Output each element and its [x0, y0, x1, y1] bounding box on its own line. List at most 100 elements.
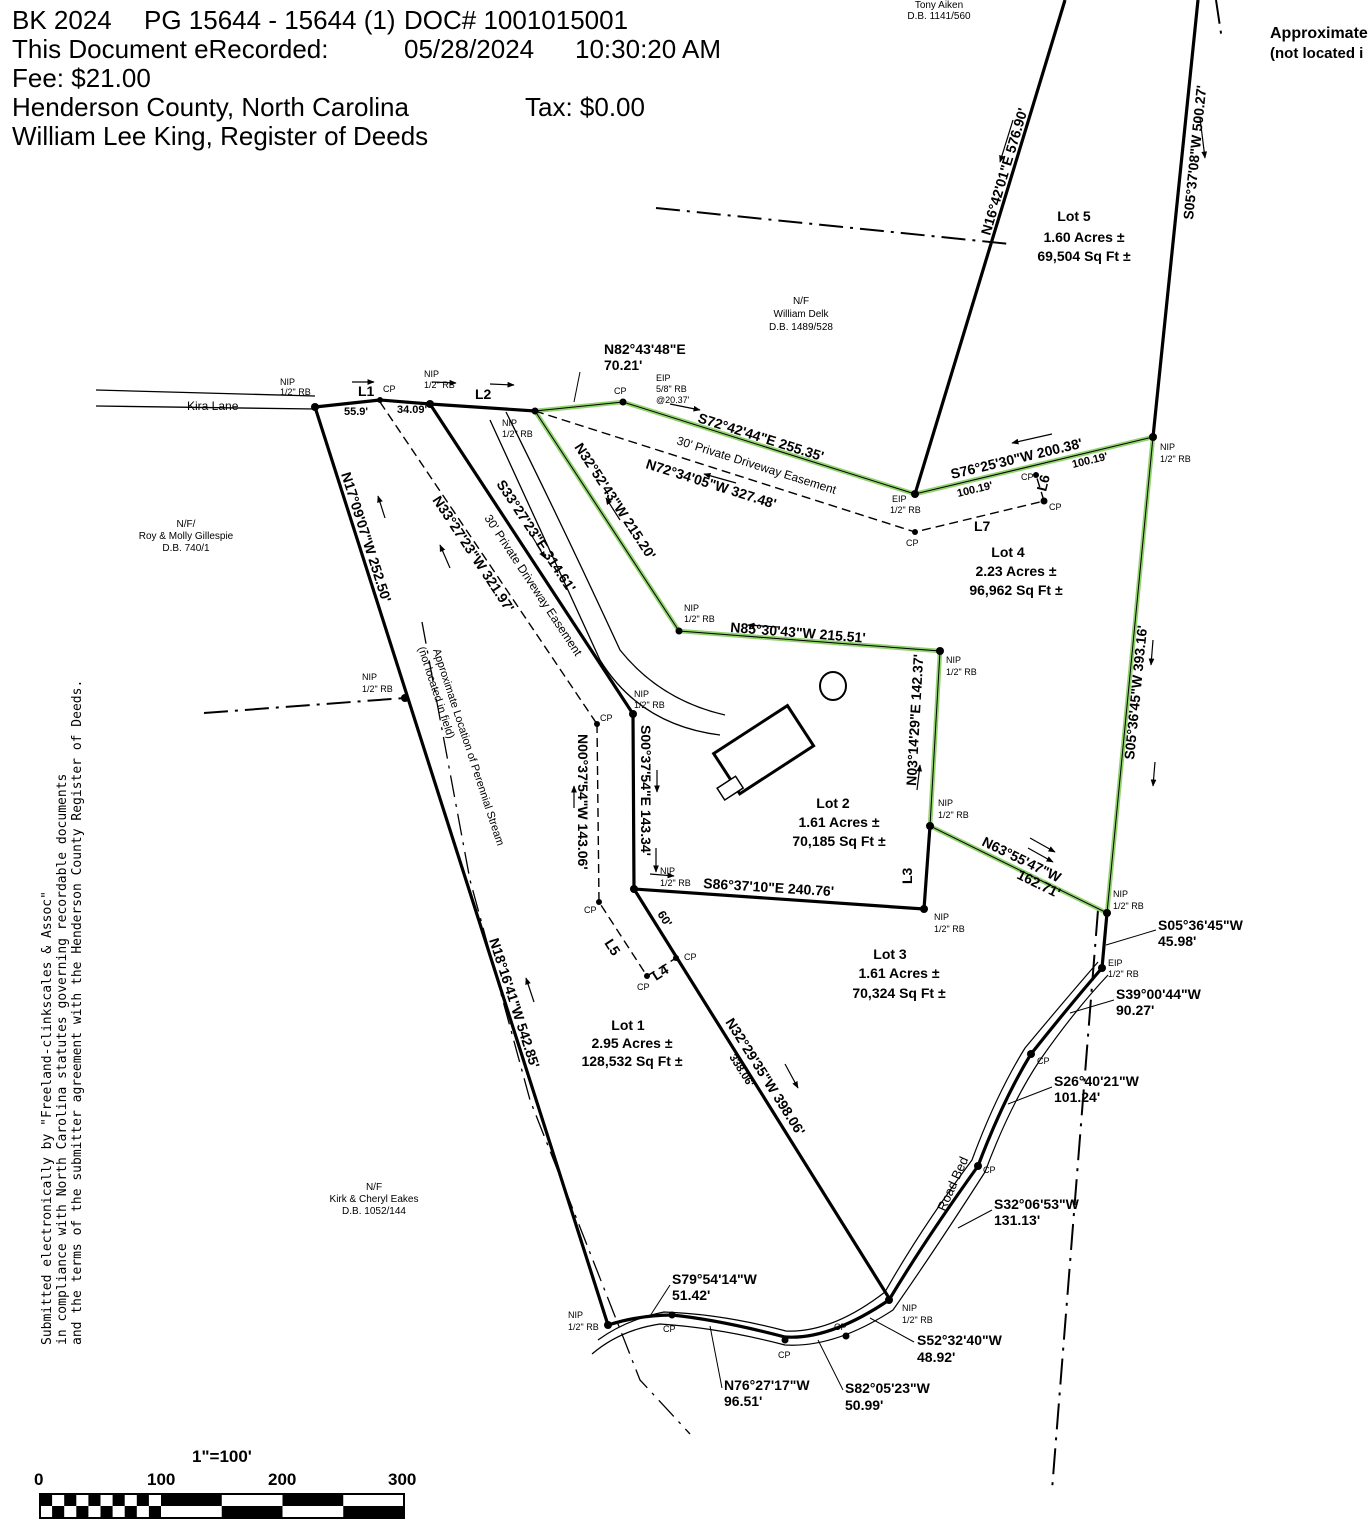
- leader-lines: [573, 371, 1157, 1391]
- monument-labels: NIP 1/2" RB CP NIP 1/2" RB NIP 1/2" RB C…: [280, 369, 1191, 1360]
- scale-check: [64, 1494, 77, 1506]
- rb-label: 1/2" RB: [1113, 901, 1144, 911]
- easement-lines: [379, 401, 1045, 977]
- cp-label: CP: [637, 982, 650, 992]
- lot1-sqft: 128,532 Sq Ft ±: [581, 1053, 682, 1069]
- rb-label: 1/2" RB: [934, 924, 965, 934]
- rb-label: 1/2" RB: [280, 387, 311, 397]
- scale-check: [76, 1506, 89, 1518]
- nip-label: NIP: [502, 418, 517, 428]
- kira-lane-road: [95, 389, 726, 736]
- bearing-n76: N76°27'17"W: [724, 1377, 810, 1393]
- eakes-nf: N/F: [366, 1182, 382, 1193]
- scale-tick-100: 100: [147, 1470, 175, 1489]
- rb-label: 1/2" RB: [502, 429, 533, 439]
- nip-label: NIP: [280, 377, 295, 387]
- gillespie-nf: N/F/: [177, 519, 196, 530]
- eip-label: EIP: [656, 373, 671, 383]
- nip-label: NIP: [424, 369, 439, 379]
- register-of-deeds: William Lee King, Register of Deeds: [12, 121, 429, 151]
- scale-tick-300: 300: [388, 1470, 416, 1489]
- lot2-acres: 1.61 Acres ±: [798, 814, 879, 830]
- rb-label: 1/2" RB: [1108, 969, 1139, 979]
- scale-check: [161, 1494, 222, 1506]
- house-structure: [711, 703, 816, 802]
- distance-48: 48.92': [917, 1349, 955, 1365]
- bearing-s79: S79°54'14"W: [672, 1271, 758, 1287]
- recorded-time: 10:30:20 AM: [575, 34, 721, 64]
- nip-label: NIP: [938, 798, 953, 808]
- cp-label: CP: [906, 538, 919, 548]
- neighbor-boundaries: [203, 0, 1223, 714]
- bearing-s05-37: S05°37'08"W 500.27': [1180, 85, 1209, 221]
- scale-ratio: 1"=100': [192, 1447, 252, 1466]
- scale-tick-0: 0: [34, 1470, 43, 1489]
- distance-45: 45.98': [1158, 933, 1196, 949]
- nip-label: NIP: [684, 603, 699, 613]
- segment-l5: L5: [601, 936, 623, 959]
- lot5-acres: 1.60 Acres ±: [1043, 229, 1124, 245]
- bearing-n32-29: N32°29'35"W 398.06': [722, 1015, 808, 1138]
- distance-90: 90.27': [1116, 1002, 1154, 1018]
- scale-check: [221, 1506, 283, 1518]
- cp-label: CP: [834, 1322, 847, 1332]
- distance-96: 96.51': [724, 1393, 762, 1409]
- segment-l2: L2: [475, 386, 492, 402]
- eip-label: EIP: [1108, 958, 1123, 968]
- road-bed: [591, 961, 1109, 1355]
- lot1-acres: 2.95 Acres ±: [591, 1035, 672, 1051]
- nip-label: NIP: [1113, 889, 1128, 899]
- bearing-n18: N18°16'41"W 542.85': [486, 936, 543, 1070]
- nip-label: NIP: [1160, 442, 1175, 452]
- lot4-sqft: 96,962 Sq Ft ±: [969, 582, 1063, 598]
- lot3-sqft: 70,324 Sq Ft ±: [852, 985, 946, 1001]
- rb-label: 1/2" RB: [902, 1315, 933, 1325]
- distance-55: 55.9': [344, 406, 368, 418]
- rb-label: 1/2" RB: [424, 380, 455, 390]
- bearing-s05-b: S05°36'45"W: [1158, 917, 1244, 933]
- bearing-s82: S82°05'23"W: [845, 1380, 931, 1396]
- scale-tick-200: 200: [268, 1470, 296, 1489]
- scale-check: [40, 1494, 53, 1506]
- eip-rb-label: 5/8" RB: [656, 384, 687, 394]
- page-range: PG 15644 - 15644 (1): [144, 5, 396, 35]
- distance-50: 50.99': [845, 1397, 883, 1413]
- cp-label: CP: [383, 384, 396, 394]
- lot4-name: Lot 4: [991, 544, 1025, 560]
- lot5-name: Lot 5: [1057, 208, 1091, 224]
- rb-label: 1/2" RB: [362, 684, 393, 694]
- eakes-name: Kirk & Cheryl Eakes: [330, 1194, 419, 1205]
- rb-label: 1/2" RB: [684, 614, 715, 624]
- cp-label: CP: [1037, 1056, 1050, 1066]
- gillespie-name: Roy & Molly Gillespie: [139, 531, 234, 542]
- bearing-n82: N82°43'48"E: [604, 341, 686, 357]
- cp-label: CP: [614, 386, 627, 396]
- scale-check: [282, 1494, 344, 1506]
- perennial-stream-line: [421, 621, 691, 1435]
- rb-label: 1/2" RB: [946, 667, 977, 677]
- segment-l1: L1: [358, 383, 375, 399]
- delk-db: D.B. 1489/528: [769, 322, 833, 333]
- scale-check: [100, 1506, 113, 1518]
- bearing-s05-36: S05°36'45"W 393.16': [1121, 625, 1150, 761]
- nip-label: NIP: [634, 689, 649, 699]
- scale-check: [124, 1506, 137, 1518]
- county: Henderson County, North Carolina: [12, 92, 409, 122]
- distance-101: 101.24': [1054, 1089, 1100, 1105]
- nip-label: NIP: [946, 655, 961, 665]
- bearing-n03: N03°14'29"E 142.37': [903, 654, 926, 786]
- lot2-name: Lot 2: [816, 795, 850, 811]
- distance-70: 70.21': [604, 357, 642, 373]
- scale-check: [52, 1506, 65, 1518]
- lot-labels: Lot 5 1.60 Acres ± 69,504 Sq Ft ± Lot 4 …: [581, 208, 1130, 1069]
- segment-l4: L4: [649, 961, 672, 983]
- tax: Tax: $0.00: [525, 92, 645, 122]
- bearing-n17: N17°09'07"W 252.50': [338, 470, 394, 604]
- bearing-s39: S39°00'44"W: [1116, 986, 1202, 1002]
- rb-label: 1/2" RB: [568, 1322, 599, 1332]
- survey-monuments: [311, 397, 1157, 1344]
- segment-labels: L1 L2 L3 L4 L5 L6 L7: [358, 383, 1053, 984]
- scale-check: [148, 1506, 161, 1518]
- recorded-label: This Document eRecorded:: [12, 34, 329, 64]
